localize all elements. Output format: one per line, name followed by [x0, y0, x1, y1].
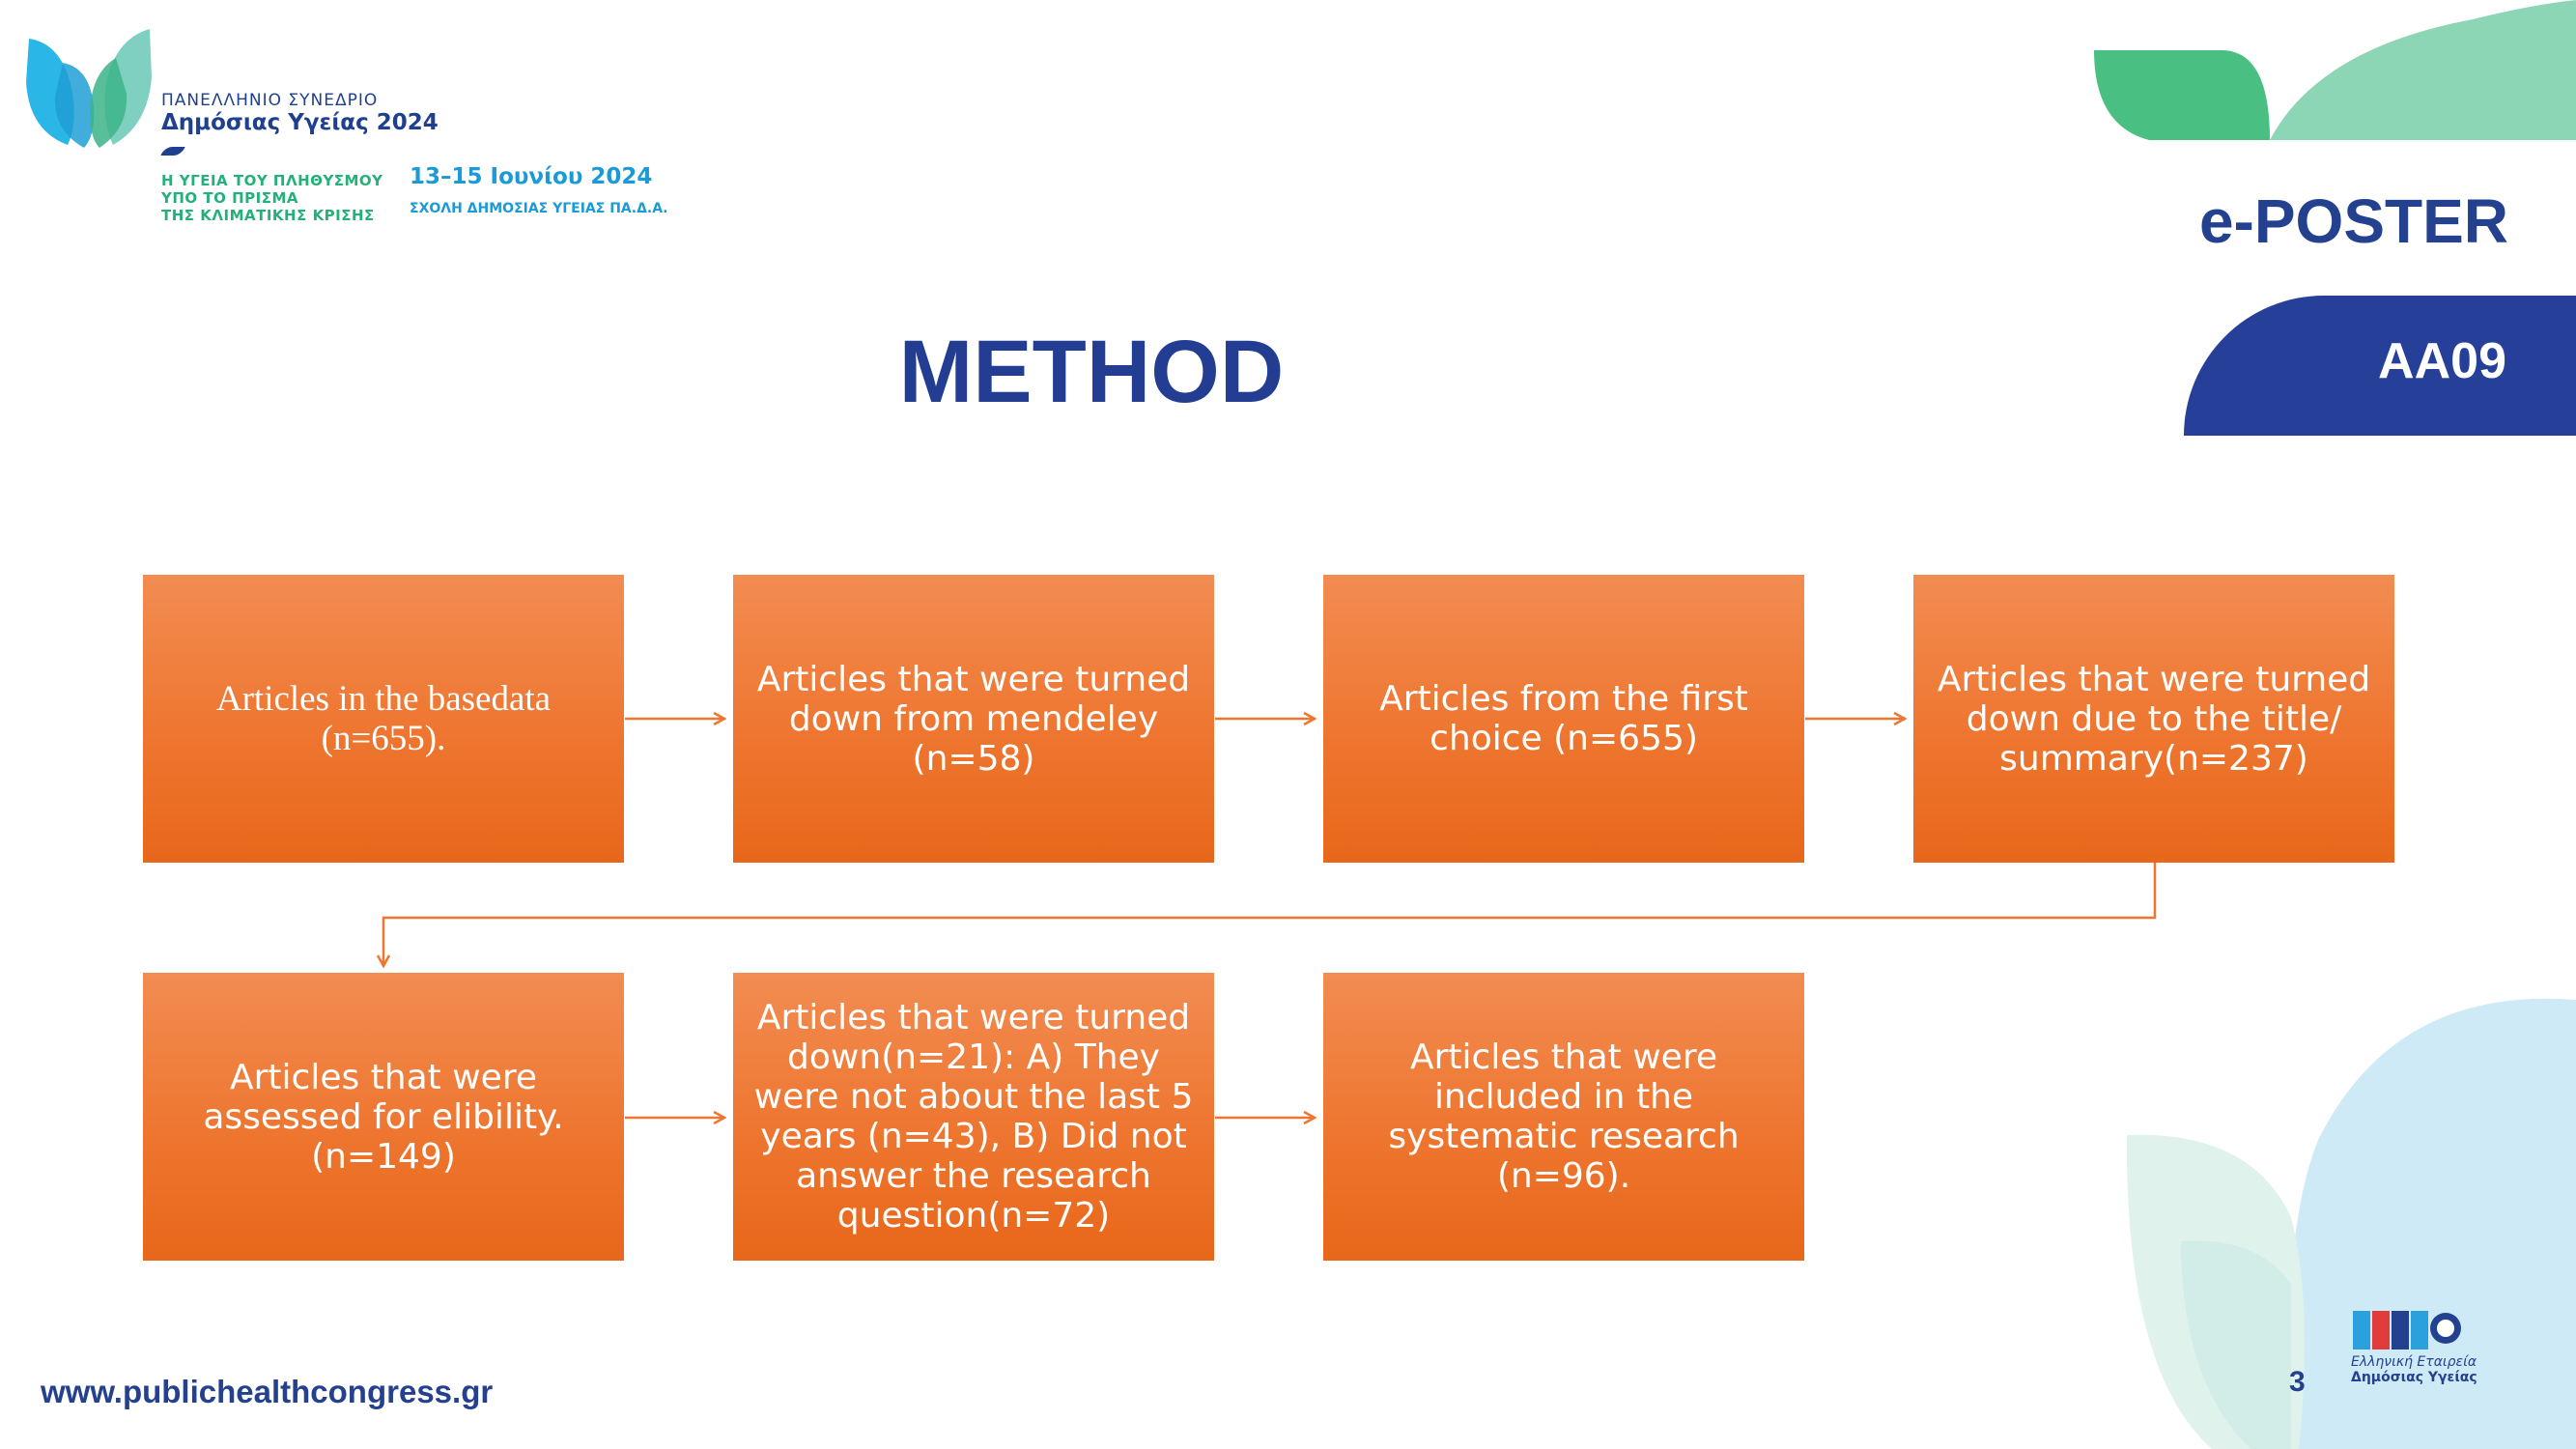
- society-name-line-1: Ελληνική Εταιρεία: [2351, 1354, 2477, 1370]
- mint-leaf-inner: [2181, 1240, 2291, 1449]
- flow-box-title-summary: Articles that were turned down due to th…: [1913, 575, 2394, 863]
- flow-box-text: Articles in the basedata (n=655).: [215, 679, 552, 758]
- flow-box-text: Articles from the first choice (n=655): [1379, 679, 1748, 758]
- theme-line-3: ΤΗΣ ΚΛΙΜΑΤΙΚΗΣ ΚΡΙΣΗΣ: [161, 207, 375, 224]
- flow-box-eligibility: Articles that were assessed for elibilit…: [143, 973, 624, 1261]
- flow-box-excluded: Articles that were turned down(n=21): A)…: [733, 973, 1214, 1261]
- page-number: 3: [2289, 1366, 2306, 1398]
- society-logo-icon: [2353, 1311, 2461, 1350]
- page-title: METHOD: [898, 323, 1285, 421]
- conference-dates: 13–15 Ιουνίου 2024: [410, 164, 653, 189]
- flow-box-basedata: Articles in the basedata (n=655).: [143, 575, 624, 863]
- poster-code: AA09: [2378, 333, 2506, 389]
- footer-url: www.publichealthcongress.gr: [41, 1374, 494, 1409]
- theme-line-1: Η ΥΓΕΙΑ ΤΟΥ ΠΛΗΘΥΣΜΟΥ: [161, 172, 383, 189]
- flow-box-first-choice: Articles from the first choice (n=655): [1323, 575, 1804, 863]
- conference-name: Δημόσιας Υγείας 2024: [161, 110, 439, 135]
- conference-name-small: ΠΑΝΕΛΛΗΝΙΟ ΣΥΝΕΔΡΙΟ: [161, 91, 379, 110]
- theme-line-2: ΥΠΟ ΤΟ ΠΡΙΣΜΑ: [161, 189, 299, 207]
- flow-box-text: Articles that were turned down from mend…: [756, 659, 1191, 779]
- host-school: ΣΧΟΛΗ ΔΗΜΟΣΙΑΣ ΥΓΕΙΑΣ ΠΑ.Δ.Α.: [410, 201, 668, 216]
- flow-box-text: Articles that were turned down(n=21): A)…: [753, 998, 1194, 1236]
- green-leaf-dark: [2094, 50, 2270, 140]
- society-name-line-2: Δημόσιας Υγείας: [2351, 1370, 2477, 1385]
- green-leaf-light: [2270, 0, 2576, 140]
- arrow-b4-b5: [383, 863, 2157, 966]
- congress-logo-icon: [26, 29, 152, 148]
- flow-box-mendeley: Articles that were turned down from mend…: [733, 575, 1214, 863]
- flow-box-included: Articles that were included in the syste…: [1323, 973, 1804, 1261]
- flow-box-text: Articles that were turned down due to th…: [1937, 659, 2371, 779]
- flow-box-text: Articles that were assessed for elibilit…: [203, 1057, 564, 1177]
- code-tab: [2184, 296, 2576, 436]
- eposter-badge: e-POSTER: [2198, 186, 2508, 256]
- flow-box-text: Articles that were included in the syste…: [1388, 1037, 1740, 1196]
